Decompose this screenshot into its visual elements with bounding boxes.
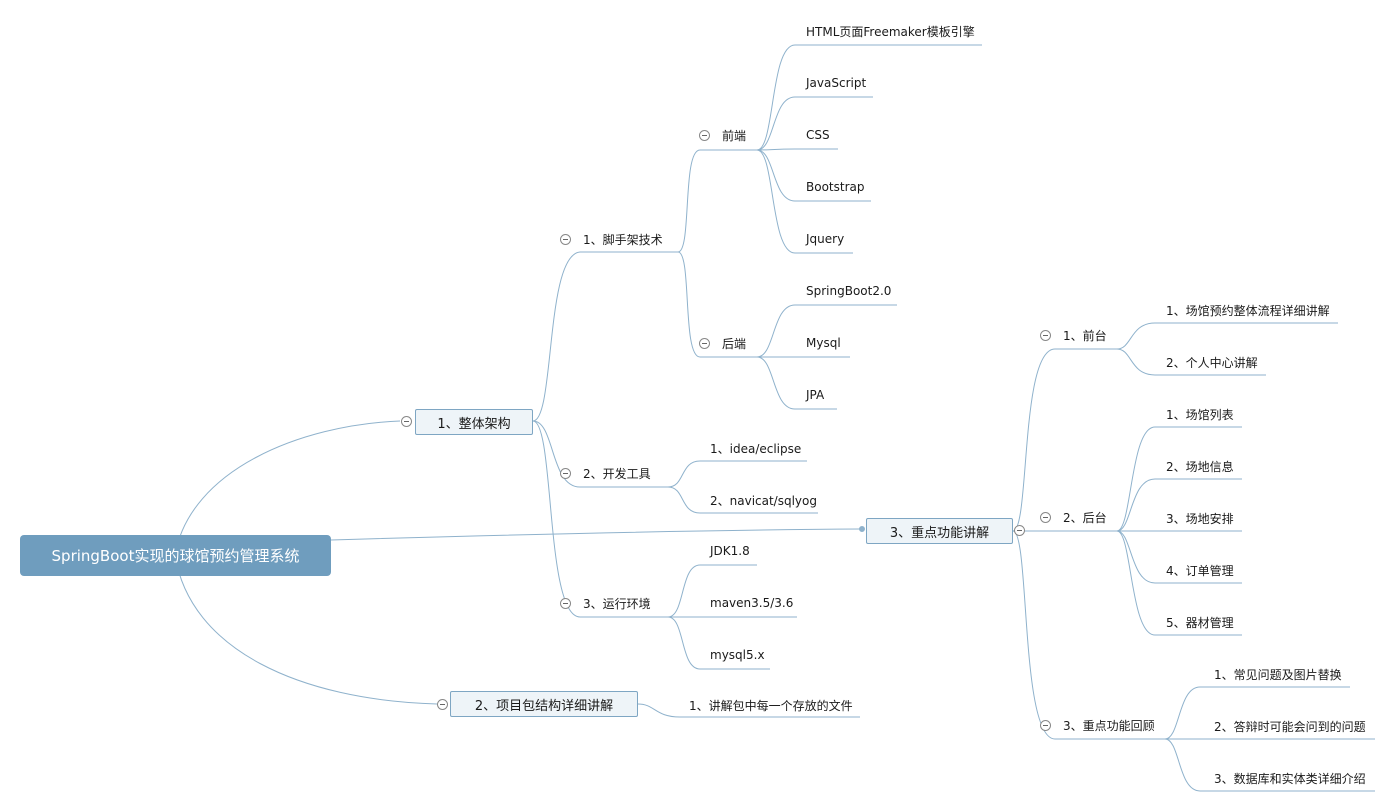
- frontend-item[interactable]: Jquery: [806, 232, 845, 246]
- admin-item[interactable]: 4、订单管理: [1166, 564, 1234, 578]
- frontend-item[interactable]: CSS: [806, 128, 830, 142]
- admin-item[interactable]: 1、场馆列表: [1166, 408, 1234, 422]
- front-desk-item[interactable]: 1、场馆预约整体流程详细讲解: [1166, 304, 1330, 318]
- collapse-toggle-icon[interactable]: [699, 130, 710, 141]
- scaffold-node[interactable]: 1、脚手架技术: [583, 233, 663, 247]
- backend-node[interactable]: 后端: [722, 337, 747, 351]
- admin-node[interactable]: 2、后台: [1063, 511, 1107, 525]
- tools-item[interactable]: 1、idea/eclipse: [710, 442, 802, 456]
- env-item[interactable]: maven3.5/3.6: [710, 596, 794, 610]
- review-item[interactable]: 1、常见问题及图片替换: [1214, 668, 1342, 682]
- backend-item[interactable]: SpringBoot2.0: [806, 284, 892, 298]
- collapse-toggle-icon[interactable]: [560, 234, 571, 245]
- collapse-toggle-icon[interactable]: [1014, 525, 1025, 536]
- frontend-item[interactable]: JavaScript: [806, 76, 867, 90]
- admin-item[interactable]: 3、场地安排: [1166, 512, 1234, 526]
- branch-package-structure[interactable]: 2、项目包结构详细讲解: [450, 691, 638, 717]
- collapse-toggle-icon[interactable]: [1040, 330, 1051, 341]
- review-item[interactable]: 3、数据库和实体类详细介绍: [1214, 772, 1366, 786]
- front-desk-item[interactable]: 2、个人中心讲解: [1166, 356, 1258, 370]
- branch-architecture[interactable]: 1、整体架构: [415, 409, 533, 435]
- front-desk-node[interactable]: 1、前台: [1063, 329, 1107, 343]
- env-item[interactable]: JDK1.8: [710, 544, 750, 558]
- backend-item[interactable]: JPA: [806, 388, 825, 402]
- collapse-toggle-icon[interactable]: [1040, 720, 1051, 731]
- package-item[interactable]: 1、讲解包中每一个存放的文件: [689, 699, 853, 713]
- admin-item[interactable]: 2、场地信息: [1166, 460, 1234, 474]
- tools-node[interactable]: 2、开发工具: [583, 467, 651, 481]
- admin-item[interactable]: 5、器材管理: [1166, 616, 1234, 630]
- root-node[interactable]: SpringBoot实现的球馆预约管理系统: [20, 535, 331, 576]
- tools-item[interactable]: 2、navicat/sqlyog: [710, 494, 817, 508]
- collapse-toggle-icon[interactable]: [401, 416, 412, 427]
- collapse-toggle-icon[interactable]: [1040, 512, 1051, 523]
- collapse-toggle-icon[interactable]: [560, 468, 571, 479]
- env-node[interactable]: 3、运行环境: [583, 597, 651, 611]
- collapse-toggle-icon[interactable]: [560, 598, 571, 609]
- backend-item[interactable]: Mysql: [806, 336, 841, 350]
- collapse-toggle-icon[interactable]: [699, 338, 710, 349]
- collapse-toggle-icon[interactable]: [437, 699, 448, 710]
- frontend-node[interactable]: 前端: [722, 129, 747, 143]
- review-item[interactable]: 2、答辩时可能会问到的问题: [1214, 720, 1366, 734]
- env-item[interactable]: mysql5.x: [710, 648, 765, 662]
- branch-key-features[interactable]: 3、重点功能讲解: [866, 518, 1013, 544]
- review-node[interactable]: 3、重点功能回顾: [1063, 719, 1155, 733]
- frontend-item[interactable]: Bootstrap: [806, 180, 865, 194]
- frontend-item[interactable]: HTML页面Freemaker模板引擎: [806, 25, 975, 39]
